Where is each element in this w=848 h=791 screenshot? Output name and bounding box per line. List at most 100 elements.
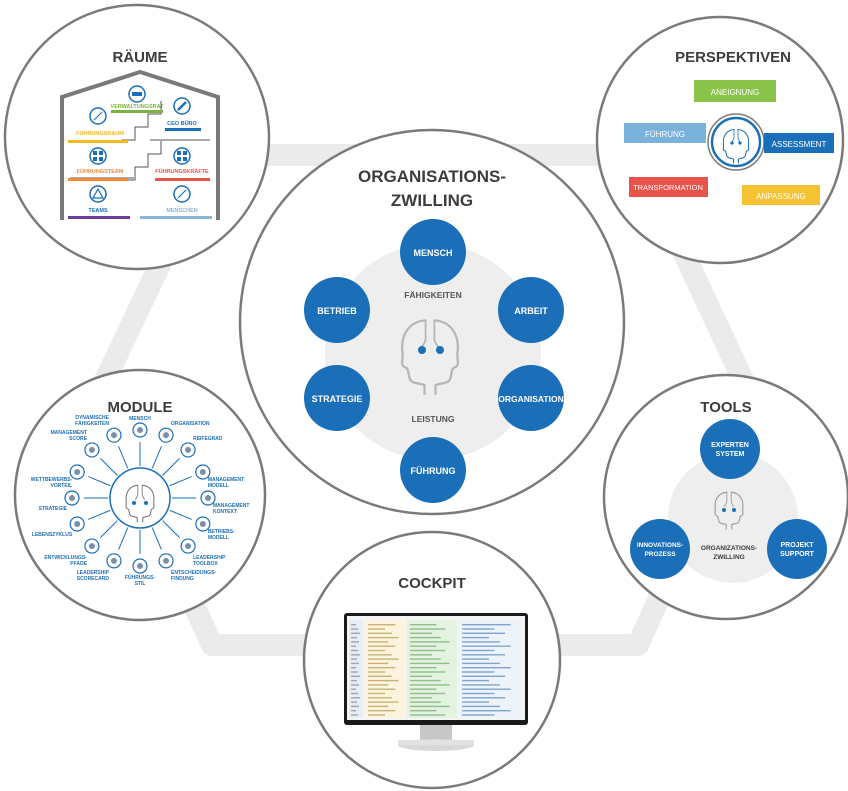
svg-text:SYSTEM: SYSTEM — [716, 451, 745, 458]
dashboard-line — [462, 675, 506, 677]
module-label: FÜHRUNGS- — [125, 574, 155, 581]
dashboard-line — [462, 654, 506, 656]
node-betrieb[interactable]: BETRIEB — [304, 277, 370, 343]
dashboard-line — [462, 628, 495, 630]
dashboard-line — [368, 675, 392, 677]
svg-text:PROZESS: PROZESS — [644, 551, 676, 558]
svg-text:FÜHRUNG: FÜHRUNG — [645, 130, 685, 139]
dashboard-line — [462, 667, 511, 669]
dashboard-line — [462, 679, 489, 682]
dashboard-line — [462, 688, 511, 690]
dashboard-line — [410, 688, 437, 690]
module-item[interactable]: ENTSCHEIDUNGS-FINDUNG — [158, 553, 216, 582]
dashboard-line — [351, 645, 356, 647]
tool-experten-system[interactable]: EXPERTEN SYSTEM — [700, 419, 760, 479]
module-spoke — [118, 446, 129, 469]
tool-innovations-prozess[interactable]: INNOVATIONS- PROZESS — [630, 519, 690, 579]
module-icon-glyph — [69, 495, 75, 501]
dashboard-line — [368, 688, 396, 690]
module-icon-glyph — [88, 543, 95, 550]
module-label: LEADERSHIP — [77, 570, 110, 576]
module-item[interactable]: LEBENSZYKLUS — [32, 516, 85, 538]
dashboard-line — [351, 662, 359, 665]
dashboard-line — [462, 710, 511, 712]
module-spoke — [151, 446, 162, 469]
module-icon-glyph — [74, 521, 81, 528]
module-item[interactable]: REIFEGRAD — [180, 436, 223, 458]
dashboard-line — [462, 641, 500, 643]
dashboard-line — [410, 654, 432, 656]
module-spokes — [84, 442, 196, 554]
module-item[interactable]: FÜHRUNGS-STIL — [125, 558, 155, 587]
module-label: BETRIEBS- — [208, 529, 235, 535]
cockpit-circle: COCKPIT — [302, 530, 562, 790]
dashboard-line — [351, 684, 359, 686]
module-spoke — [118, 527, 129, 550]
raeume-circle: RÄUME VERWALTUNGSRAT CEO BÜRO FÜHRUNGSRA… — [3, 3, 271, 271]
dashboard-line — [410, 701, 441, 703]
dashboard-line — [368, 636, 399, 639]
module-icon-glyph — [185, 446, 192, 453]
room-fuehrungsraum: FÜHRUNGSRAUM — [68, 107, 128, 143]
dashboard-line — [351, 692, 358, 695]
module-item[interactable]: WETTBEWERBS-VORTEIL — [31, 464, 85, 489]
dashboard-line — [368, 628, 385, 630]
module-item[interactable]: MENSCH — [129, 416, 151, 438]
label-faehigkeiten: FÄHIGKEITEN — [404, 290, 462, 300]
module-label: STIL — [135, 581, 146, 587]
dashboard-line — [368, 701, 399, 703]
dashboard-line — [368, 697, 392, 699]
monitor — [344, 613, 528, 751]
module-label: DYNAMISCHE — [75, 415, 109, 421]
dashboard-line — [351, 705, 359, 708]
svg-text:ASSESSMENT: ASSESSMENT — [772, 140, 827, 149]
room-fuehrungskraefte: FÜHRUNGSKRÄFTE — [155, 147, 210, 181]
module-icon-glyph — [199, 468, 206, 475]
dashboard-line — [351, 701, 357, 703]
module-icon-glyph — [137, 563, 143, 569]
node-fuehrung[interactable]: FÜHRUNG — [400, 437, 466, 503]
module-spoke — [169, 509, 192, 520]
node-organisation[interactable]: ORGANISATION — [498, 365, 564, 431]
module-item[interactable]: STRATEGIE — [39, 490, 80, 512]
raeume-title: RÄUME — [113, 49, 168, 66]
svg-text:ANPASSUNG: ANPASSUNG — [756, 192, 806, 201]
svg-text:FÜHRUNGSRAUM: FÜHRUNGSRAUM — [76, 130, 124, 137]
room-fuehrungsteam: FÜHRUNGSTEAM — [68, 147, 128, 181]
dashboard-line — [351, 667, 356, 669]
dashboard-line — [368, 692, 385, 695]
module-label: FÄHIGKEITEN — [75, 420, 109, 427]
svg-text:ZWILLING: ZWILLING — [713, 554, 744, 561]
node-strategie[interactable]: STRATEGIE — [304, 365, 370, 431]
module-spoke — [100, 520, 118, 538]
module-item[interactable]: ORGANISATION — [158, 421, 210, 443]
node-arbeit[interactable]: ARBEIT — [498, 277, 564, 343]
module-icon-glyph — [163, 432, 170, 439]
dashboard-line — [410, 667, 437, 669]
module-item[interactable]: BETRIEBS-MODELL — [195, 516, 235, 541]
dashboard-line — [351, 628, 358, 630]
room-verwaltungsrat: VERWALTUNGSRAT — [110, 85, 164, 113]
dashboard-line — [368, 632, 392, 634]
module-label: ENTWICKLUNGS- — [44, 555, 87, 561]
module-spoke — [169, 476, 192, 487]
node-mensch[interactable]: MENSCH — [400, 219, 466, 285]
dashboard-line — [462, 705, 500, 708]
svg-text:SUPPORT: SUPPORT — [780, 551, 815, 558]
dashboard-line — [462, 636, 489, 639]
tag-assessment: ASSESSMENT — [764, 133, 834, 153]
tool-projekt-support[interactable]: PROJEKT SUPPORT — [767, 519, 827, 579]
dashboard-line — [462, 692, 495, 695]
dashboard-line — [368, 641, 389, 643]
dashboard-line — [368, 654, 392, 656]
module-item[interactable]: ENTWICKLUNGS-PFADE — [44, 538, 100, 567]
dashboard-line — [462, 684, 500, 686]
dashboard-line — [368, 624, 396, 626]
dashboard-line — [351, 632, 360, 634]
